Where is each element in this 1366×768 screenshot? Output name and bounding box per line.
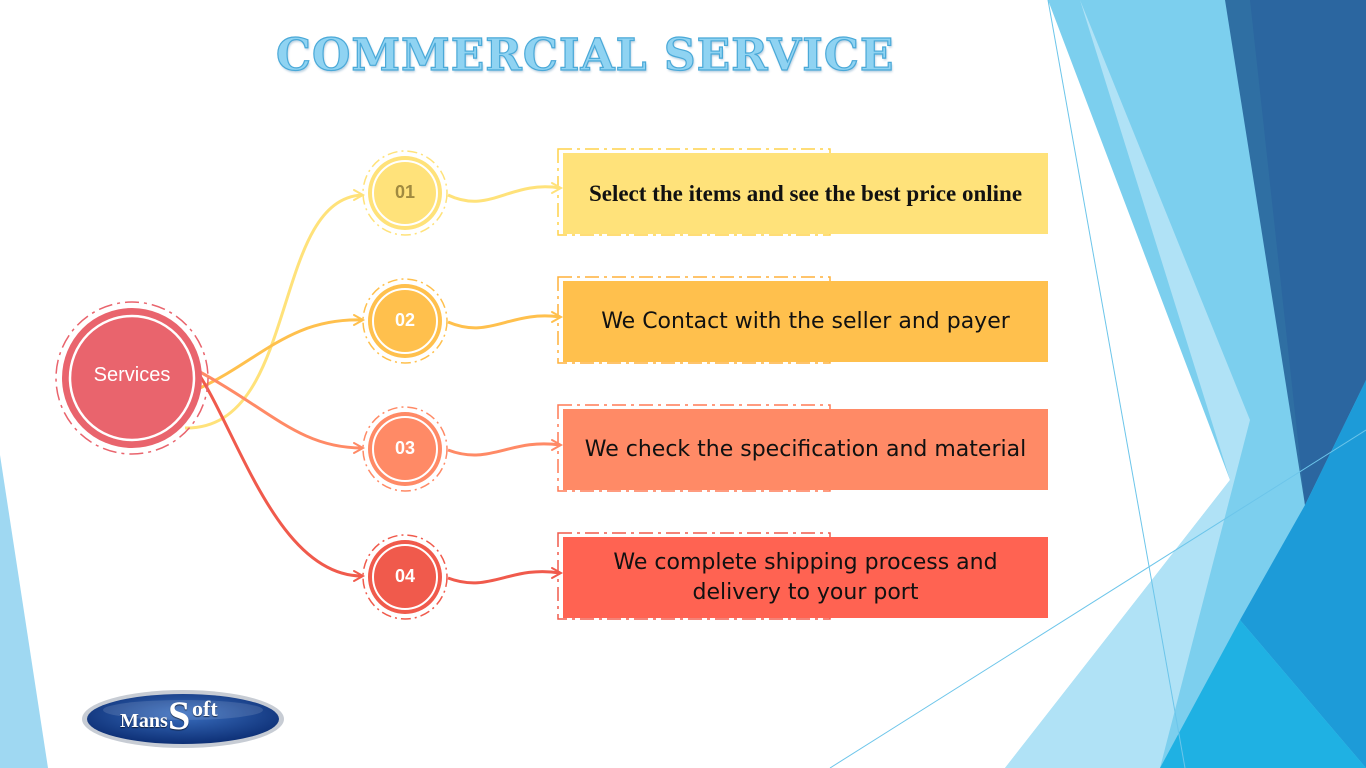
step-3-frame xyxy=(557,404,831,492)
connector-hub-to-02 xyxy=(199,318,363,390)
logo-oval xyxy=(82,690,284,748)
right-panel-pale xyxy=(1005,0,1250,768)
connector-hub-to-04 xyxy=(198,375,363,578)
box-arrowhead-04 xyxy=(551,567,564,579)
step-circle-01 xyxy=(362,150,448,236)
step-circle-02 xyxy=(362,278,448,364)
arrowhead-04 xyxy=(353,570,366,582)
services-hub xyxy=(55,301,209,455)
connector-03-to-box xyxy=(447,442,561,457)
step-box-03: We check the specification and material xyxy=(563,409,1048,490)
step-2-frame xyxy=(557,276,831,364)
logo-text-oft: oft xyxy=(192,696,218,721)
thin-line-1 xyxy=(1047,0,1186,768)
connector-hub-to-03 xyxy=(199,370,363,450)
step-box-01: Select the items and see the best price … xyxy=(563,153,1048,234)
right-panel-mid xyxy=(1240,380,1366,768)
box-arrowhead-02 xyxy=(551,311,564,323)
left-accent-shape xyxy=(0,455,48,768)
step-box-02: We Contact with the seller and payer xyxy=(563,281,1048,362)
step-box-04: We complete shipping process and deliver… xyxy=(563,537,1048,618)
step-text-04-line2: delivery to your port xyxy=(692,579,919,605)
step-text-01: Select the items and see the best price … xyxy=(588,180,1023,206)
page-title: COMMERCIAL SERVICE xyxy=(275,29,895,81)
step-number-03: 03 xyxy=(394,438,416,458)
logo-text-s: S xyxy=(168,693,191,738)
step-number-01: 01 xyxy=(394,182,416,202)
step-circle-03 xyxy=(362,406,448,492)
step-text-04-line1: We complete shipping process and xyxy=(613,549,998,575)
thin-line-2 xyxy=(829,429,1366,768)
logo-text-mans: Mans xyxy=(120,710,168,732)
connector-01-to-box xyxy=(447,185,561,203)
arrowhead-03 xyxy=(353,442,366,454)
step-text-02: We Contact with the seller and payer xyxy=(601,308,1010,334)
hub-label: Services xyxy=(93,364,171,386)
mansoft-logo: Mans S oft xyxy=(80,688,286,750)
right-panel-bright xyxy=(1160,620,1366,768)
connector-02-to-box xyxy=(447,314,561,330)
step-4-frame xyxy=(557,532,831,620)
step-number-02: 02 xyxy=(394,310,416,330)
step-text-03: We check the specification and material xyxy=(584,436,1027,462)
step-number-04: 04 xyxy=(394,566,416,586)
step-circle-04 xyxy=(362,534,448,620)
box-arrowhead-01 xyxy=(551,182,564,194)
right-panel-dark-2 xyxy=(1250,0,1366,505)
connector-04-to-box xyxy=(447,570,561,585)
arrowhead-02 xyxy=(353,314,366,326)
step-1-frame xyxy=(557,148,831,236)
box-arrowhead-03 xyxy=(551,439,564,451)
connector-hub-to-01 xyxy=(184,193,363,430)
